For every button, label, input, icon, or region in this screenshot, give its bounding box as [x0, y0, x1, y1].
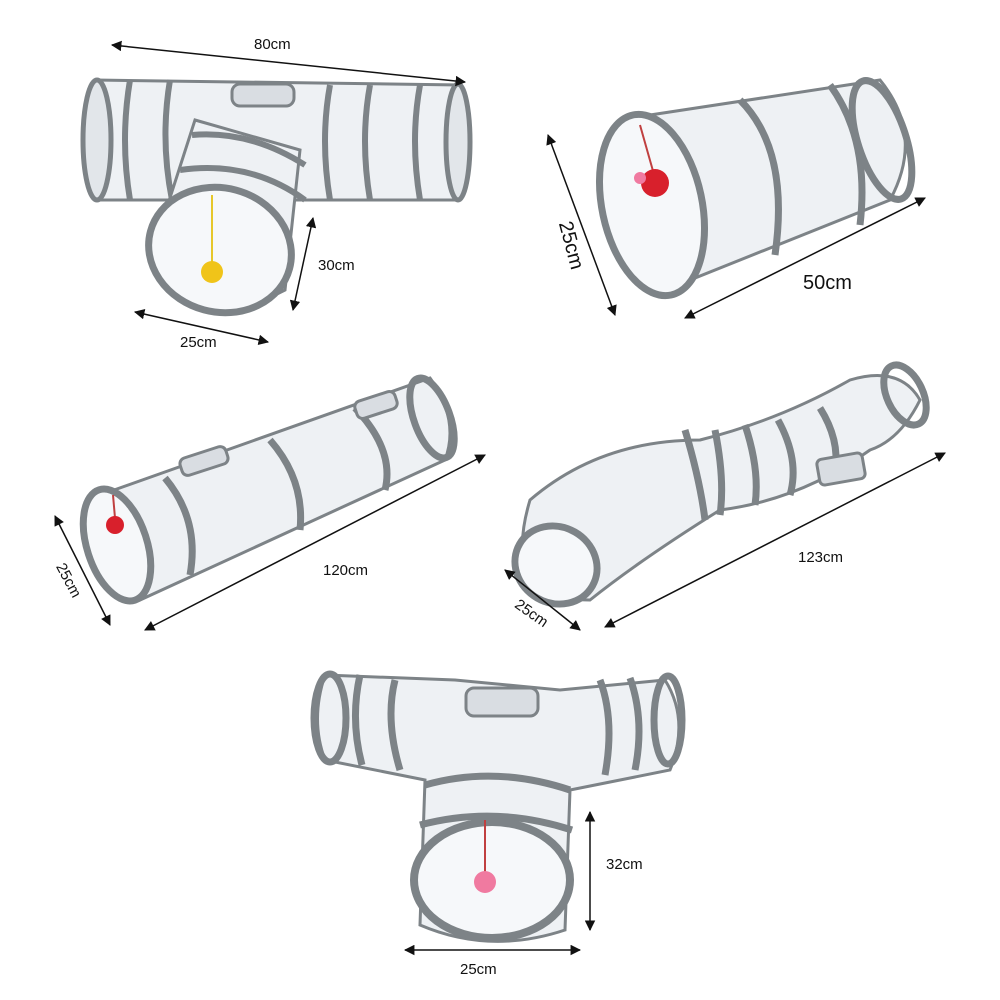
peek-window [353, 390, 399, 420]
dimension-label: 50cm [803, 272, 852, 294]
dimension-arrow [504, 569, 581, 631]
yellow-ball-toy [201, 261, 223, 283]
t-tunnel-top [80, 40, 473, 346]
dimension-arrow [54, 515, 111, 626]
straight-tunnel-long [54, 374, 486, 631]
dimension-label: 32cm [606, 856, 643, 873]
pink-bell-ball-toy [474, 871, 496, 893]
dimension-arrow [110, 40, 467, 87]
dimension-arrow [289, 216, 317, 312]
red-ball-toy [106, 516, 124, 534]
dimension-arrow [546, 134, 617, 316]
dimension-label: 25cm [180, 334, 217, 351]
t-tunnel-bottom [310, 670, 686, 956]
dimension-label: 25cm [460, 961, 497, 978]
dimension-label: 120cm [323, 562, 369, 579]
peek-window [230, 82, 296, 108]
dimension-arrow [684, 197, 926, 319]
s-tunnel [504, 361, 946, 631]
dimension-label: 30cm [318, 257, 355, 274]
dimension-arrow [144, 454, 486, 631]
red-ball-toy [641, 169, 669, 197]
dimension-arrow [604, 452, 946, 628]
dimension-label: 80cm [254, 36, 291, 53]
dimension-label: 123cm [798, 549, 844, 566]
straight-tunnel-short [546, 77, 926, 319]
dimension-arrow [133, 308, 270, 346]
peek-window [464, 686, 540, 718]
